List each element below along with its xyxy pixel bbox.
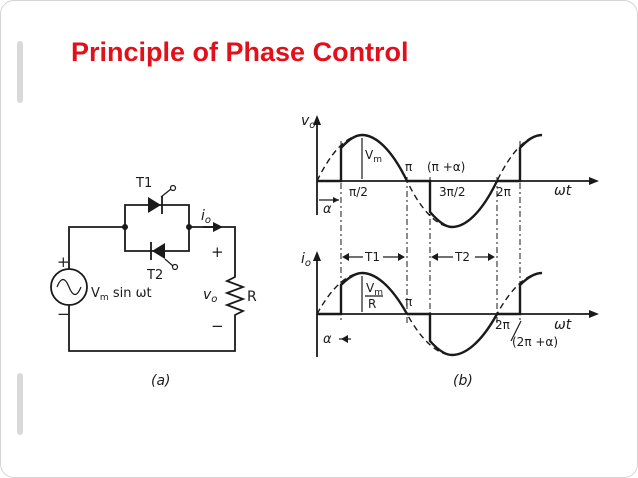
vm-r-numerator: Vm <box>366 281 383 298</box>
thyristor-t1-symbol <box>148 184 177 214</box>
alpha-bottom-label: α <box>323 332 332 347</box>
top-time-axis-arrow <box>589 177 599 185</box>
top-output-positive <box>317 133 409 183</box>
ac-source-sine-icon <box>56 278 82 296</box>
alpha-top-label: α <box>323 202 332 217</box>
top-output-negative <box>407 179 499 229</box>
two-pi-label: 2π <box>496 185 511 199</box>
thyristor-frame <box>124 204 190 252</box>
alpha-top-arrow <box>333 197 339 203</box>
bottom-current-positive <box>317 271 409 316</box>
t2-interval-label: T2 <box>454 250 470 264</box>
accent-bar-bottom <box>17 373 23 435</box>
pi-plus-alpha-label: (π +α) <box>427 160 465 174</box>
bottom-time-axis-arrow <box>589 310 599 318</box>
waveform-diagram: vo ωt io ωt Vm π/2 π <box>301 113 599 389</box>
bottom-wt-label: ωt <box>554 317 572 333</box>
load-minus: − <box>211 317 224 335</box>
resistor-label: R <box>247 289 257 305</box>
source-minus: − <box>57 305 70 323</box>
slide-title: Principle of Phase Control <box>71 37 409 67</box>
io-label: io <box>201 208 211 226</box>
two-pi-bottom-label: 2π <box>495 318 510 332</box>
source-plus: + <box>57 253 70 271</box>
two-pi-plus-alpha-leader <box>510 320 522 342</box>
resistor-r-symbol <box>224 271 246 319</box>
pi-half-label: π/2 <box>349 185 368 199</box>
caption-b: (b) <box>453 373 473 389</box>
vm-r-denominator: R <box>368 297 376 311</box>
bottom-source-sine-dashed <box>316 272 543 356</box>
three-pi-half-label: 3π/2 <box>439 185 466 199</box>
t2-label: T2 <box>146 268 163 283</box>
top-output-positive-2 <box>497 133 543 183</box>
junction-left <box>122 224 128 230</box>
two-pi-plus-alpha-label: (2π +α) <box>512 335 558 349</box>
pi-label: π <box>405 160 412 174</box>
vo-axis-arrow <box>313 115 321 125</box>
vo-label: vo <box>203 287 217 305</box>
thyristor-t2-symbol <box>150 242 179 271</box>
accent-bar-top <box>17 41 23 103</box>
pi-bottom-label: π <box>405 295 412 309</box>
io-axis-arrow <box>313 251 321 261</box>
t1-label: T1 <box>135 176 152 191</box>
bottom-current-positive-2 <box>497 271 543 316</box>
circuit-wire-left-top <box>68 226 125 269</box>
circuit-diagram: T1 T2 io + − Vm sin ωt R + − vo (a) <box>50 176 257 389</box>
ac-source-circle <box>50 268 88 306</box>
vm-label: Vm <box>365 148 382 165</box>
top-axis-label: vo <box>301 113 315 131</box>
bottom-axis-label: io <box>301 251 311 269</box>
top-wt-label: ωt <box>554 183 572 199</box>
junction-right <box>186 224 192 230</box>
current-arrow-head <box>213 222 223 232</box>
bottom-current-negative <box>407 312 499 357</box>
caption-a: (a) <box>151 373 171 389</box>
load-plus: + <box>211 243 224 261</box>
alpha-bottom-arrow <box>341 335 348 343</box>
source-label: Vm sin ωt <box>91 286 152 303</box>
circuit-wire-bottom <box>68 305 236 352</box>
t1-interval-label: T1 <box>364 250 380 264</box>
